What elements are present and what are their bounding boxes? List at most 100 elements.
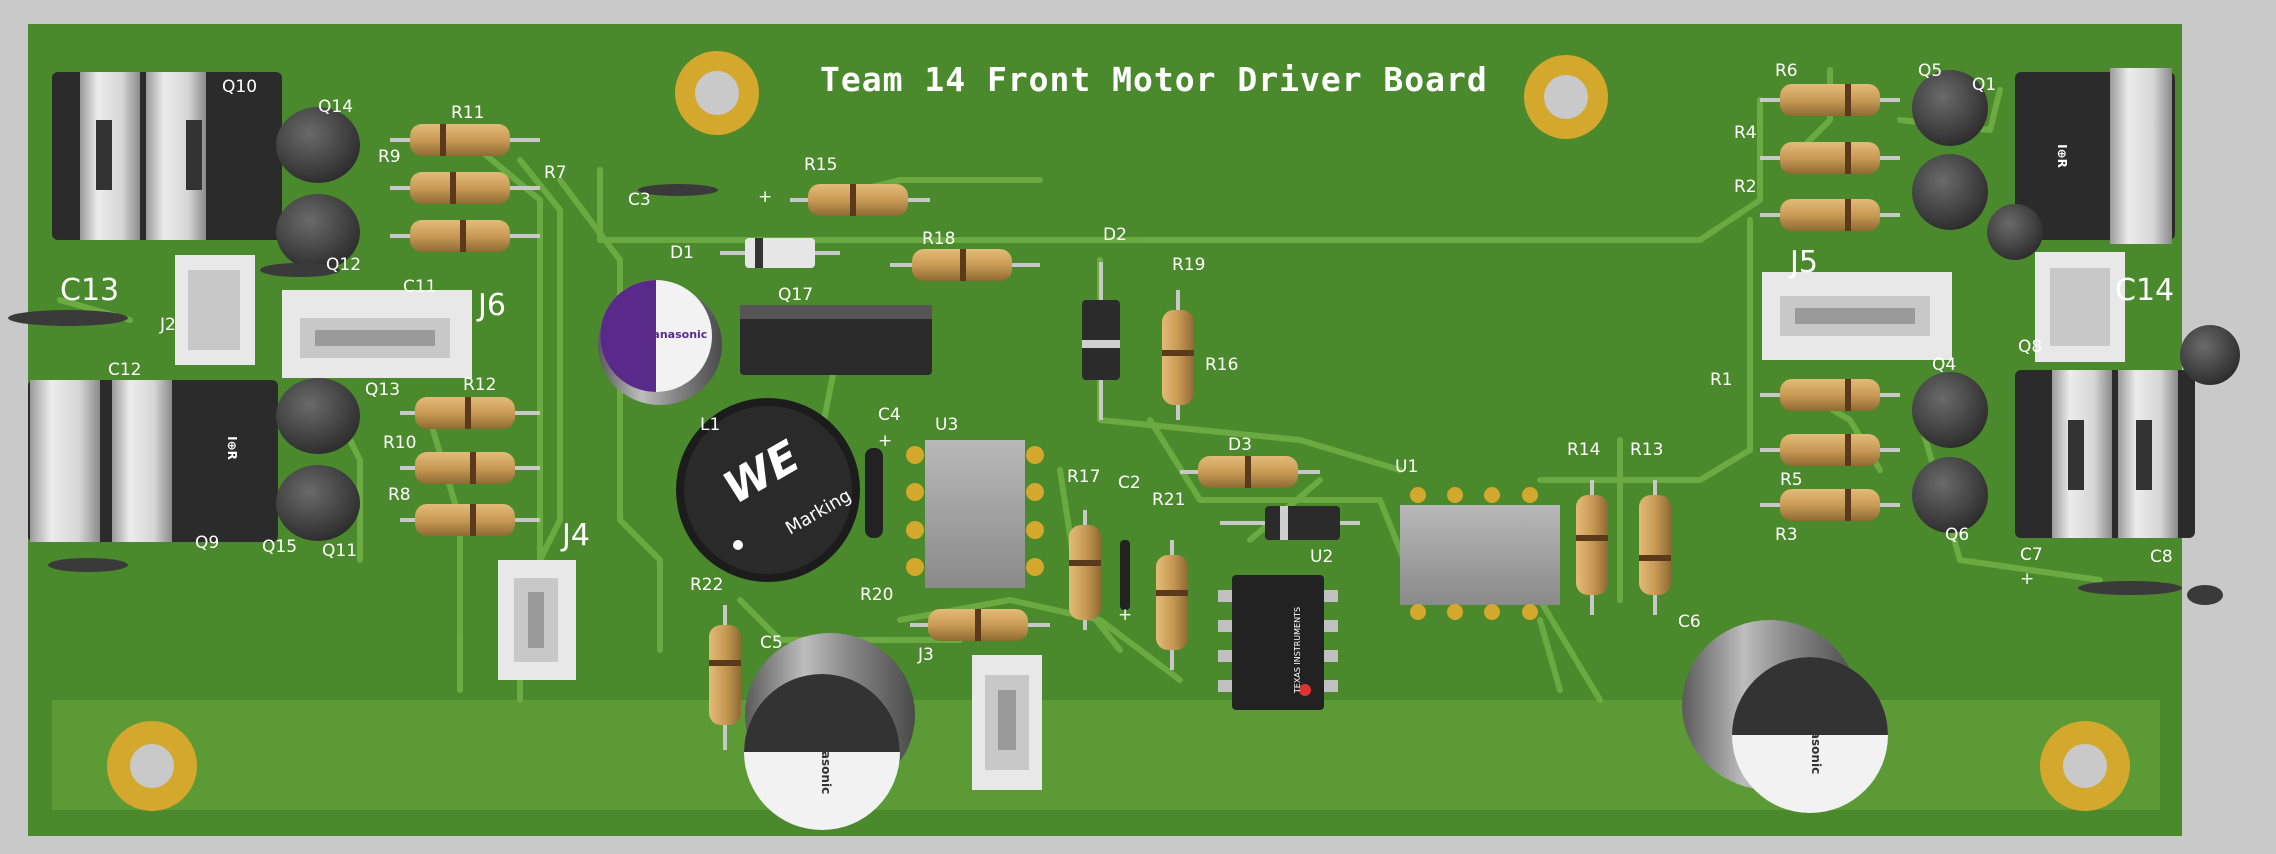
resistor-r5 [1760,434,1900,466]
transistor-q14 [276,107,360,183]
mounting-holes [107,51,2130,811]
transistor-q15 [276,465,360,541]
resistor-r21 [1156,540,1188,670]
mosfet-q8-right [2015,370,2195,538]
label-c4-plus: + [878,431,892,451]
label-r16: R16 [1205,355,1238,375]
label-r19: R19 [1172,255,1205,275]
transistor-q4 [1912,372,1988,448]
resistor-r20 [910,609,1050,641]
transistor-q12 [276,194,360,270]
mounting-hole-tr [1524,55,1608,139]
label-r9: R9 [378,147,401,167]
mosfet-q1-right: I⊕R [2015,68,2175,244]
label-r4: R4 [1734,123,1757,143]
label-c12: C12 [108,360,142,380]
label-u3: U3 [935,415,958,435]
label-c4: C4 [878,405,901,425]
label-c11: C11 [403,277,437,297]
mosfet-q17 [740,305,932,375]
label-q4: Q4 [1932,355,1956,375]
cap-panasonic-purple: Panasonic [598,280,722,405]
label-r2: R2 [1734,177,1757,197]
board-title: Team 14 Front Motor Driver Board [820,60,1488,99]
to92-transistors [276,70,2240,541]
mounting-hole-br [2040,721,2130,811]
label-q9: Q9 [195,533,219,553]
label-r8: R8 [388,485,411,505]
label-r6: R6 [1775,61,1798,81]
label-l1: L1 [700,415,720,435]
label-d1: D1 [670,243,694,263]
label-j2: J2 [159,315,176,335]
resistor-r17 [1069,510,1101,630]
diode-d1 [720,238,840,268]
label-q14: Q14 [318,97,353,117]
label-q10: Q10 [222,77,257,97]
mosfet-q13-left: I⊕R [28,380,278,542]
cap-c3-body [638,184,718,196]
mounting-hole-bl [107,721,197,811]
resistor-r22 [709,605,741,750]
ir-logo-right: I⊕R [2055,144,2069,168]
resistor-d3-zone [1180,456,1320,488]
cap-c2 [1120,540,1130,610]
label-j6: J6 [476,288,506,323]
panasonic-label-2: Panasonic [819,726,833,794]
resistor-r10 [400,452,540,484]
transistor-q2 [1912,154,1988,230]
connector-j6 [282,290,472,378]
cap-c5: Panasonic [744,633,915,830]
transistor-q5 [1912,70,1988,146]
resistor-r1 [1760,379,1900,411]
label-r11: R11 [451,103,484,123]
ic-u2: TEXAS INSTRUMENTS [1218,575,1338,710]
cap-c11-body [260,263,340,277]
label-r13: R13 [1630,440,1663,460]
transistor-q13-small [276,378,360,454]
label-r17: R17 [1067,467,1100,487]
cap-c4 [865,448,883,538]
panasonic-label-1: Panasonic [645,328,708,341]
label-j4: J4 [560,518,590,553]
label-r3: R3 [1775,525,1798,545]
label-c5: C5 [760,633,783,653]
label-d2: D2 [1103,225,1127,245]
resistor-r9 [390,172,540,204]
connector-right [2035,252,2125,362]
label-c3-plus: + [758,187,772,207]
resistor-r12 [400,397,540,429]
label-r12: R12 [463,375,496,395]
label-c2: C2 [1118,473,1141,493]
label-q12: Q12 [326,255,361,275]
mosfet-q10-top-left [52,72,282,240]
transistor-right-edge [2180,325,2240,385]
connector-j2 [175,255,255,365]
label-c8: C8 [2150,547,2173,567]
label-q5: Q5 [1918,61,1942,81]
cap-c8-body [2187,585,2223,605]
resistor-r2 [1760,199,1900,231]
label-q1: Q1 [1972,75,1996,95]
label-r1: R1 [1710,370,1733,390]
cap-c13-body [8,310,128,326]
label-r15: R15 [804,155,837,175]
label-j3: J3 [917,645,934,665]
label-c13: C13 [60,273,119,308]
label-q11: Q11 [322,541,357,561]
label-r22: R22 [690,575,723,595]
resistor-r14 [1576,480,1608,615]
transistor-q6 [1912,457,1988,533]
resistor-r4 [1760,142,1900,174]
label-r20: R20 [860,585,893,605]
label-q8: Q8 [2018,337,2042,357]
resistor-r11 [390,124,540,156]
label-d3: D3 [1228,435,1252,455]
ti-logo: TEXAS INSTRUMENTS [1293,607,1302,694]
label-r5: R5 [1780,470,1803,490]
resistor-r6 [1760,84,1900,116]
label-q17: Q17 [778,285,813,305]
connector-j3 [972,655,1042,790]
label-u2: U2 [1310,547,1333,567]
